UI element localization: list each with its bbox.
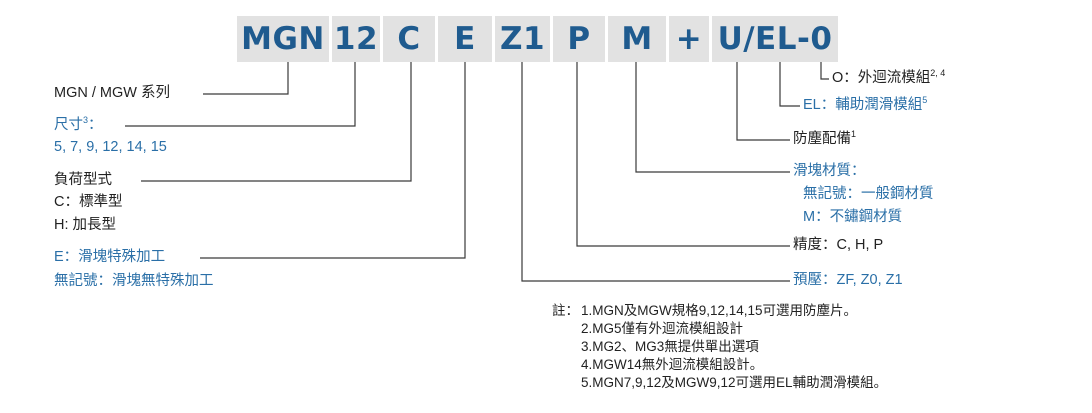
size-title-text: 尺寸 bbox=[54, 117, 83, 133]
label-load-h: H: 加長型 bbox=[54, 217, 117, 233]
connector-load bbox=[141, 62, 412, 182]
o-module-text: O：外迴流模組 bbox=[832, 70, 931, 86]
connector-special bbox=[200, 62, 466, 259]
el-module-text: EL：輔助潤滑模組 bbox=[803, 97, 923, 113]
code-part-preload: Z1 bbox=[495, 16, 550, 62]
code-part-load: C bbox=[383, 16, 435, 62]
o-module-footnote: 2, 4 bbox=[930, 68, 946, 78]
notes-prefix: 註： bbox=[552, 303, 579, 318]
el-module-footnote: 5 bbox=[922, 95, 928, 105]
label-o-module: O：外迴流模組2, 4 bbox=[832, 69, 945, 88]
connector-el bbox=[779, 62, 800, 107]
connector-o bbox=[820, 62, 829, 80]
code-part-size: 12 bbox=[332, 16, 380, 62]
code-part-plus: + bbox=[669, 16, 709, 62]
label-load-c: C：標準型 bbox=[54, 194, 123, 210]
label-precision: 精度：C, H, P bbox=[793, 237, 884, 253]
note-item-3: 3.MG2、MG3無提供單出選項 bbox=[581, 339, 759, 354]
note-item-2: 2.MG5僅有外迴流模組設計 bbox=[581, 321, 744, 336]
label-special-e: E：滑塊特殊加工 bbox=[54, 249, 166, 265]
dust-text: 防塵配備 bbox=[793, 131, 851, 147]
code-part-special: E bbox=[438, 16, 492, 62]
code-part-material: M bbox=[608, 16, 666, 62]
label-dust: 防塵配備1 bbox=[793, 130, 856, 149]
label-preload: 預壓：ZF, Z0, Z1 bbox=[793, 272, 903, 288]
size-colon: ： bbox=[88, 117, 103, 133]
code-part-mgn: MGN bbox=[237, 16, 329, 62]
note-item-1: 1.MGN及MGW規格9,12,14,15可選用防塵片。 bbox=[581, 303, 858, 318]
size-footnote: 3 bbox=[83, 115, 89, 125]
label-material-m: M：不鏽鋼材質 bbox=[803, 209, 903, 225]
code-part-precision: P bbox=[553, 16, 605, 62]
label-el-module: EL：輔助潤滑模組5 bbox=[803, 96, 927, 115]
connector-size bbox=[125, 62, 356, 127]
label-size-values: 5, 7, 9, 12, 14, 15 bbox=[54, 139, 167, 155]
code-part-dust-option: U/EL-0 bbox=[712, 16, 838, 62]
label-load-title: 負荷型式 bbox=[54, 172, 112, 188]
connector-series bbox=[203, 62, 289, 95]
label-material-none: 無記號：一般鋼材質 bbox=[803, 186, 934, 202]
label-material-title: 滑塊材質： bbox=[793, 163, 866, 179]
connector-dust bbox=[736, 62, 790, 141]
label-series: MGN / MGW 系列 bbox=[54, 85, 170, 101]
connector-precision bbox=[576, 62, 790, 247]
note-item-5: 5.MGN7,9,12及MGW9,12可選用EL輔助潤滑模組。 bbox=[581, 375, 888, 390]
dust-footnote: 1 bbox=[851, 129, 857, 139]
connector-material bbox=[635, 62, 790, 173]
label-size-title: 尺寸3： bbox=[54, 116, 103, 135]
connector-preload bbox=[521, 62, 790, 282]
note-item-4: 4.MGW14無外迴流模組設計。 bbox=[581, 357, 764, 372]
label-special-none: 無記號：滑塊無特殊加工 bbox=[54, 273, 214, 289]
